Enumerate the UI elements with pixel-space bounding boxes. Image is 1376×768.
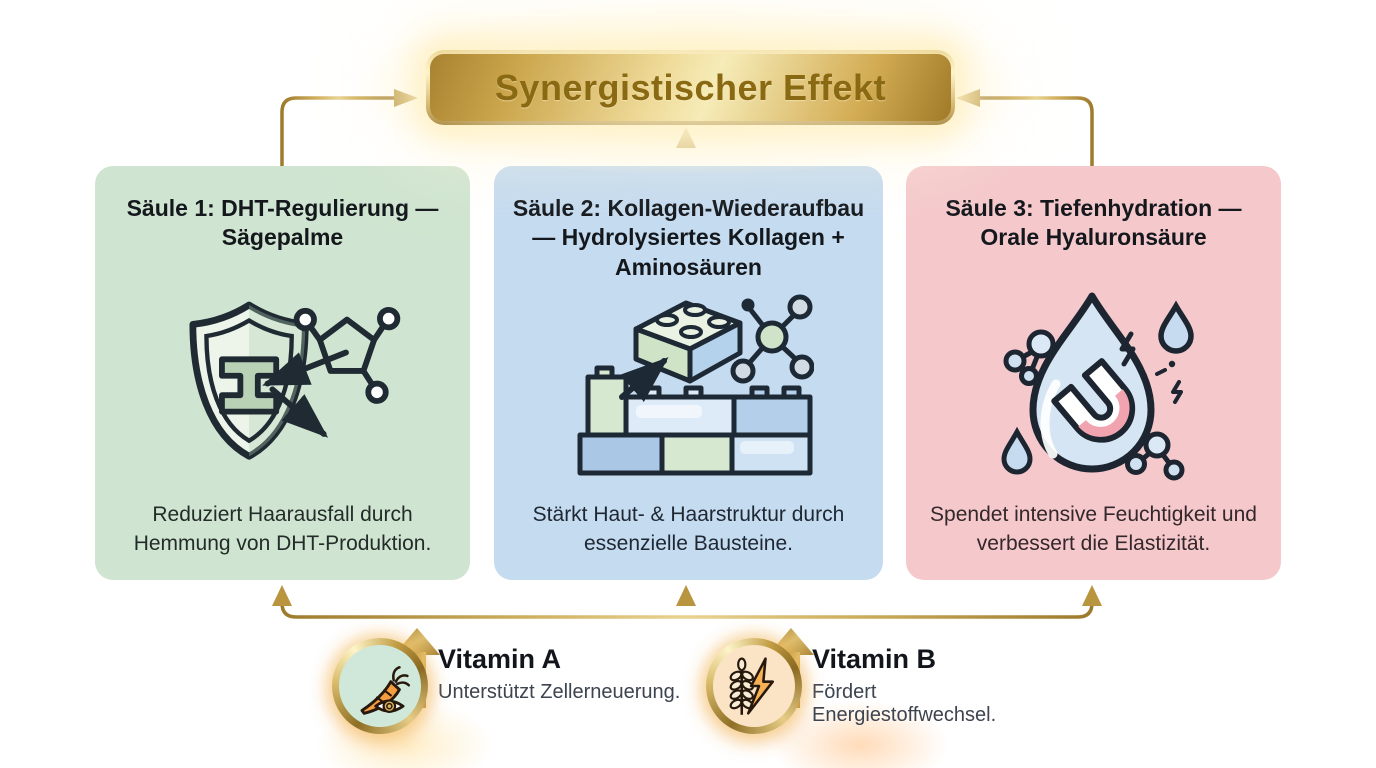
- small-drop-icon: [1000, 426, 1033, 475]
- up-arrow-icon: [618, 357, 669, 402]
- connector-right-to-banner: [980, 96, 1094, 166]
- synergy-banner: Synergistischer Effekt: [356, 0, 1025, 175]
- pillar-2-title: Säule 2: Kollagen-Wiederaufbau — Hydroly…: [512, 195, 865, 280]
- vitamin-b-name: Vitamin B: [812, 644, 937, 674]
- water-drop-magnet-icon: [1000, 292, 1194, 481]
- pillar-3-body: Spendet intensive Feuchtigkeit und verbe…: [930, 503, 1257, 555]
- water-molecule-icon: [1003, 329, 1055, 386]
- arrowhead-up-card3-icon: [1082, 585, 1102, 606]
- carrot-eye-icon: [360, 666, 411, 715]
- vitamin-b-description: Fördert Energiestoffwechsel.: [812, 681, 997, 726]
- vitamin-a-circle: [339, 645, 421, 727]
- vitamin-b-badge: [706, 638, 802, 734]
- vitamin-b-circle: [713, 645, 795, 727]
- molecule-icon: [730, 294, 814, 384]
- pillar-3-icon-wrap: [906, 284, 1281, 484]
- deflect-arrow-icon: [261, 349, 349, 438]
- pillar-2-icon-wrap: [494, 284, 883, 484]
- pillar-1-icon-wrap: [95, 284, 470, 484]
- pillar-1-title: Säule 1: DHT-Regulierung — Sägepalme: [126, 195, 439, 251]
- iso-brick: [633, 300, 742, 384]
- arrowhead-up-card1-icon: [272, 585, 292, 606]
- vitamin-a-badge: [332, 638, 428, 734]
- wheat-lightning-icon: [729, 657, 774, 715]
- warm-glow-right: [770, 700, 950, 768]
- pillar-3-title: Säule 3: Tiefenhydration — Orale Hyaluro…: [945, 195, 1242, 251]
- shield-dht-block-icon: [188, 301, 400, 460]
- pillar-card-1: Säule 1: DHT-Regulierung — Sägepalme: [95, 166, 470, 580]
- lightning-icon: [746, 657, 774, 715]
- small-drop-icon: [1157, 300, 1194, 354]
- connector-left-to-banner: [280, 96, 394, 166]
- banner-title: Synergistischer Effekt: [494, 66, 887, 108]
- wheat-icon: [729, 657, 754, 710]
- vitamin-a-description: Unterstützt Zellerneuerung.: [438, 681, 681, 703]
- water-molecule-icon: [1124, 431, 1184, 481]
- vitamin-b-group: Vitamin B Fördert Energiestoffwechsel.: [702, 626, 1062, 746]
- pillar-card-3: Säule 3: Tiefenhydration — Orale Hyaluro…: [906, 166, 1281, 580]
- magnet-icon: [1050, 358, 1135, 443]
- molecule-icon: [293, 306, 400, 404]
- vitamin-a-group: Vitamin A Unterstützt Zellerneuerung.: [328, 626, 688, 746]
- pillar-card-2: Säule 2: Kollagen-Wiederaufbau — Hydroly…: [494, 166, 883, 580]
- synergy-banner-face: Synergistischer Effekt: [430, 54, 951, 121]
- vitamin-a-name: Vitamin A: [438, 644, 562, 674]
- spark-icon: [1119, 331, 1183, 404]
- brick-wall: [577, 365, 812, 476]
- carrot-leaves: [392, 666, 411, 687]
- arrowhead-up-card2-icon: [676, 585, 696, 606]
- pillar-1-body: Reduziert Haarausfall durch Hemmung von …: [133, 503, 432, 555]
- pillar-2-body: Stärkt Haut- & Haarstruktur durch essenz…: [532, 503, 845, 555]
- building-blocks-icon: [577, 294, 814, 476]
